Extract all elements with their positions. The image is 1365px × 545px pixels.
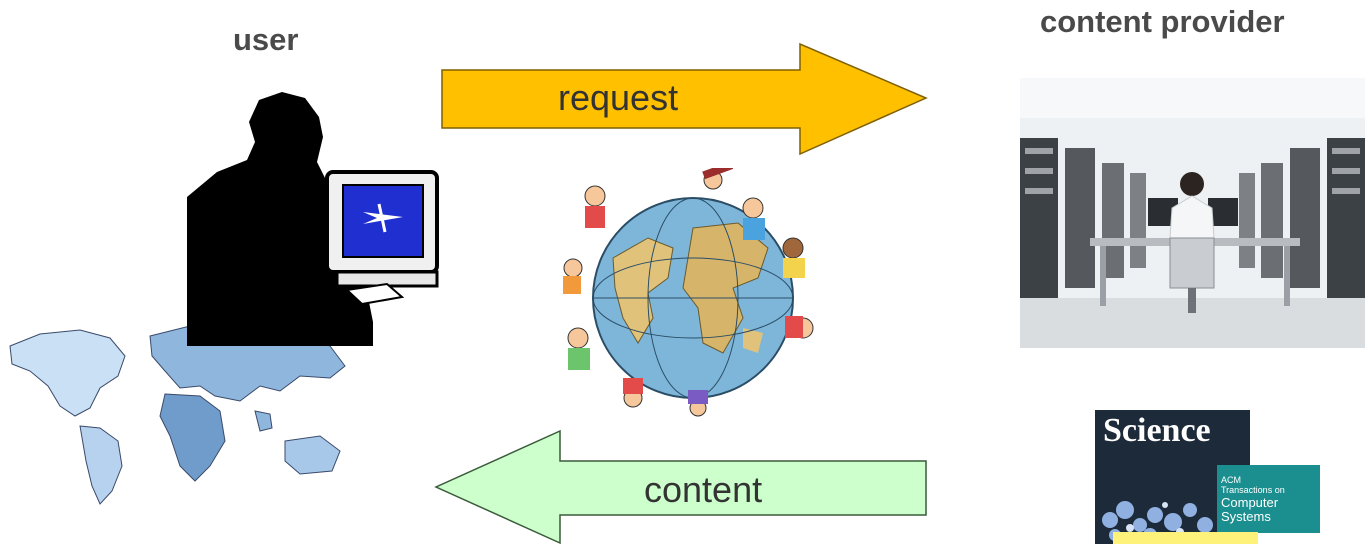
science-title: Science — [1103, 412, 1211, 449]
content-label: content — [644, 469, 763, 510]
user-at-computer-icon — [187, 92, 443, 346]
acm-line4: Systems — [1221, 509, 1271, 524]
user-label: user — [233, 22, 299, 57]
acm-tocs-cover: ACM Transactions on Computer Systems — [1217, 465, 1320, 533]
globe-with-people-icon — [563, 168, 814, 417]
acm-line2: Transactions on — [1221, 485, 1285, 495]
content-provider-label: content provider — [1040, 4, 1285, 39]
content-arrow: content — [432, 429, 928, 545]
third-journal-cover — [1113, 532, 1258, 544]
acm-line1: ACM — [1221, 475, 1241, 485]
request-arrow: request — [440, 42, 930, 157]
server-room-photo — [1020, 78, 1365, 348]
journal-covers-icon: Science ACM Transactions on Computer Sys… — [1095, 410, 1320, 544]
request-label: request — [558, 77, 679, 118]
acm-line3: Computer — [1221, 495, 1279, 510]
